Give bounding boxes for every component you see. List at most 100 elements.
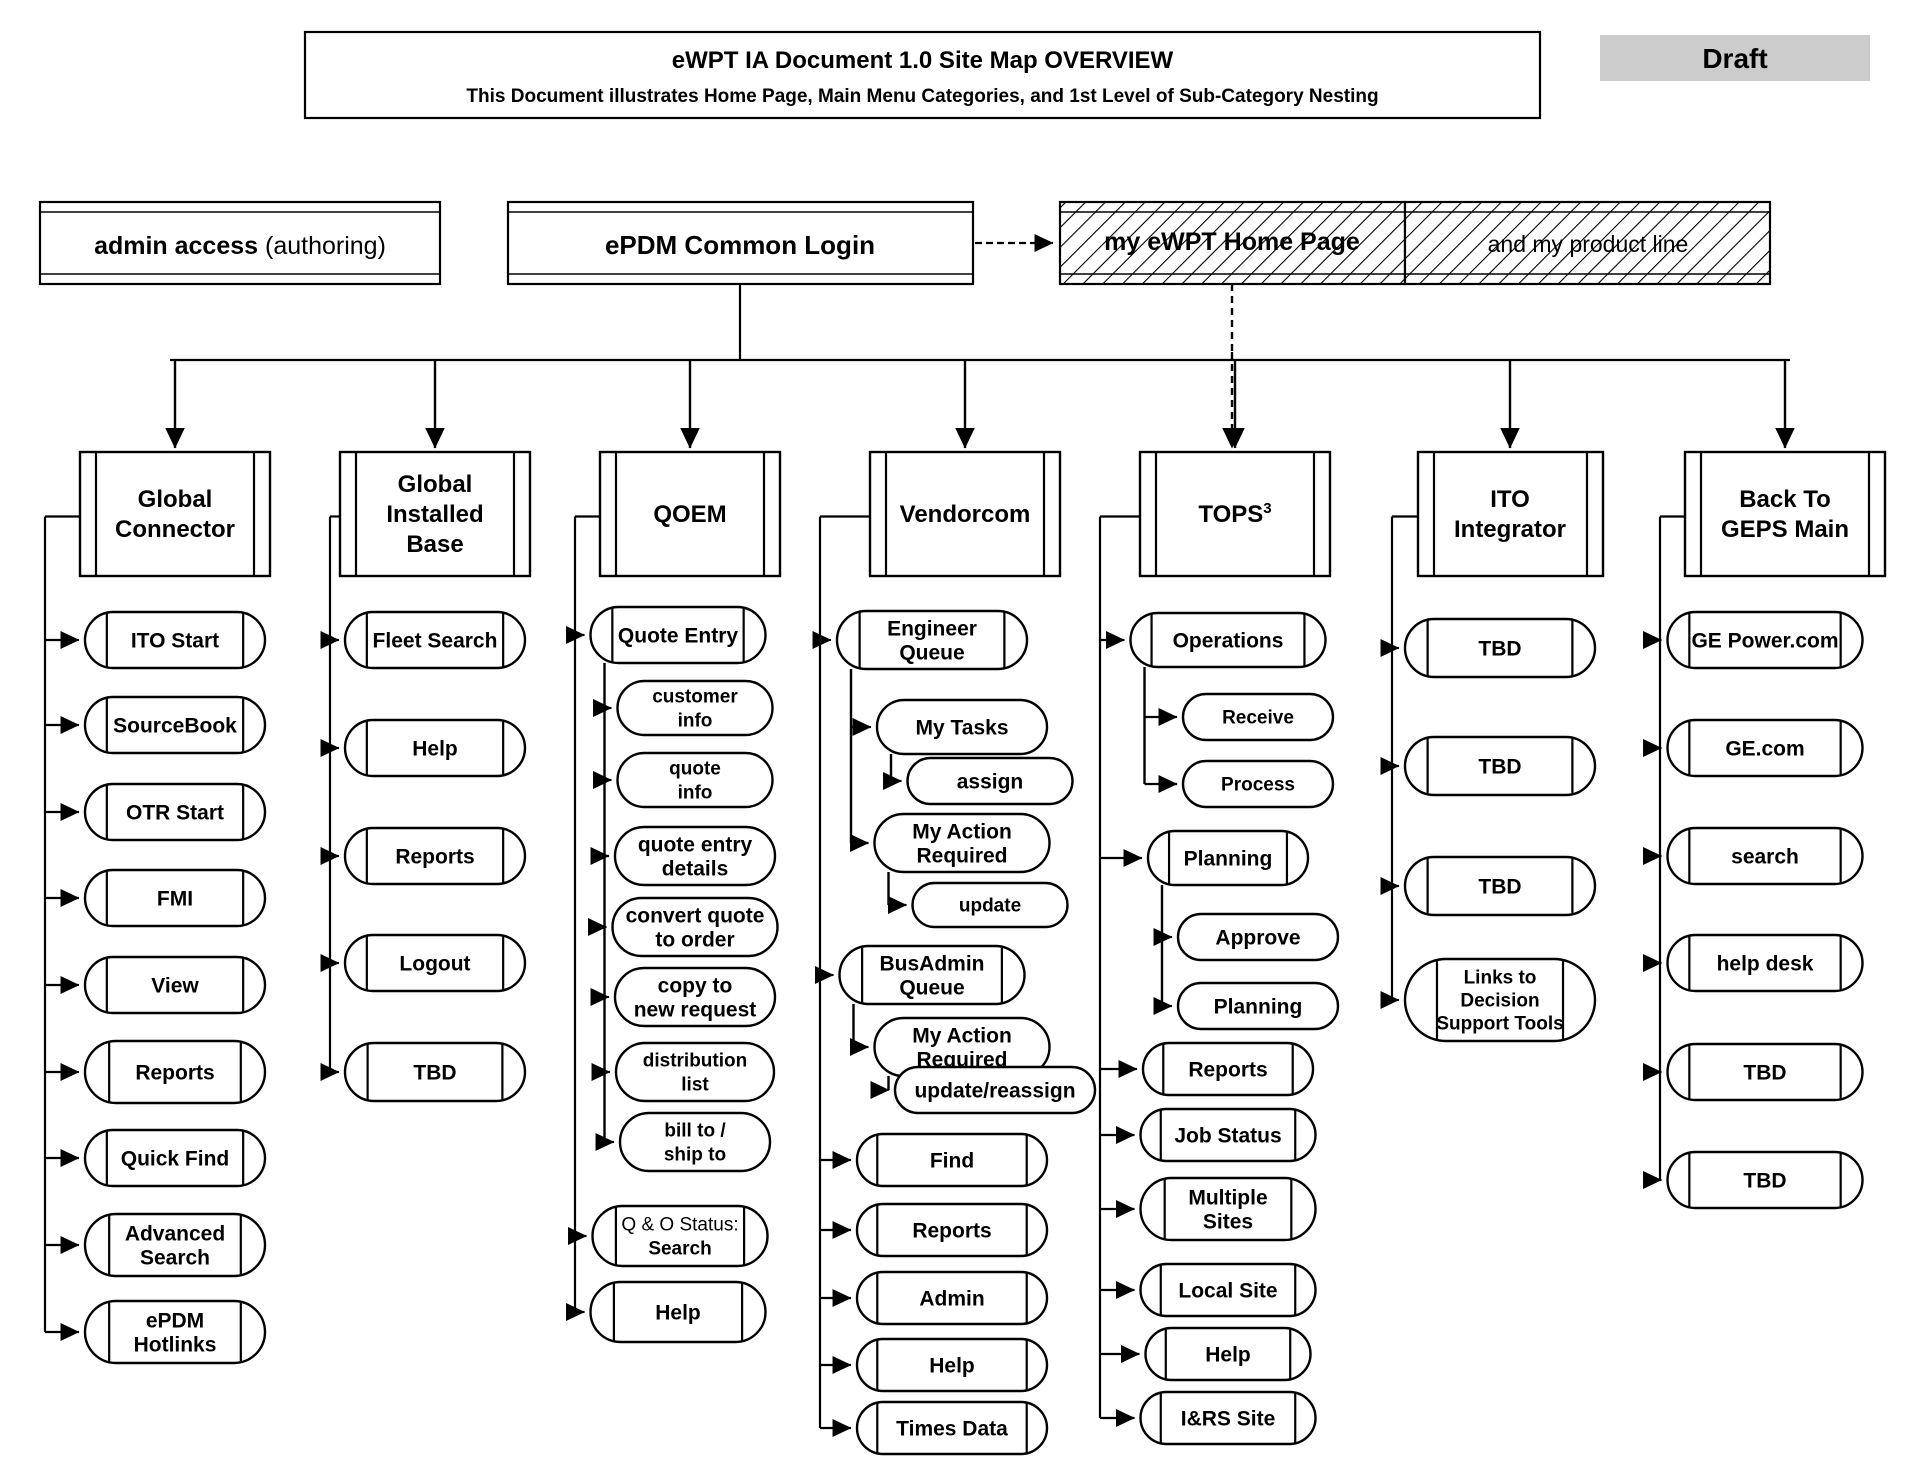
category-header-back-to-geps-main[interactable]: [1683, 450, 1887, 578]
node-label-qoem-2: quote: [669, 759, 721, 780]
node-tops-9[interactable]: [1139, 1262, 1317, 1318]
node-vendorcom-2[interactable]: [906, 756, 1074, 806]
node-global-connector-5[interactable]: [83, 1039, 267, 1105]
category-header-global-connector[interactable]: [78, 450, 272, 578]
node-label-global-connector-7: Advanced: [125, 1222, 225, 1245]
node-global-installed-base-2[interactable]: [343, 826, 527, 886]
node-label-vendorcom-6: My Action: [912, 1024, 1012, 1047]
node-label-vendorcom-4: update: [959, 896, 1021, 917]
node-label-global-connector-2: OTR Start: [126, 801, 224, 824]
node-global-connector-1[interactable]: [83, 695, 267, 755]
node-back-to-geps-main-1[interactable]: [1666, 718, 1864, 778]
node-qoem-4[interactable]: [611, 896, 779, 958]
category-header-tops[interactable]: [1138, 450, 1332, 578]
node-label-ito-integrator-2: TBD: [1478, 875, 1521, 898]
admin-access-label: admin access (authoring): [94, 232, 386, 260]
node-global-installed-base-4[interactable]: [343, 1041, 527, 1103]
node-tops-11[interactable]: [1139, 1390, 1317, 1446]
node-vendorcom-9[interactable]: [855, 1202, 1049, 1258]
epdm-common-login-box[interactable]: [506, 200, 975, 286]
node-vendorcom-7[interactable]: [893, 1065, 1097, 1115]
node-ito-integrator-1[interactable]: [1403, 735, 1597, 797]
node-ito-integrator-2[interactable]: [1403, 855, 1597, 917]
node-qoem-2[interactable]: [616, 751, 774, 809]
node-vendorcom-3[interactable]: [873, 812, 1051, 874]
node-tops-1[interactable]: [1181, 692, 1335, 742]
node-qoem-3[interactable]: [613, 825, 777, 887]
node-ito-integrator-3[interactable]: [1403, 957, 1597, 1043]
category-header-ito-integrator[interactable]: [1416, 450, 1605, 578]
node-global-connector-4[interactable]: [83, 955, 267, 1015]
node-global-connector-0[interactable]: [83, 610, 267, 670]
node-label-vendorcom-2: assign: [957, 770, 1024, 793]
node-qoem-6[interactable]: [614, 1041, 776, 1103]
node-label-qoem-1: info: [678, 711, 713, 732]
node-global-connector-2[interactable]: [83, 782, 267, 842]
category-header-global-installed-base[interactable]: [338, 450, 532, 578]
node-tops-2[interactable]: [1181, 759, 1335, 809]
node-tops-0[interactable]: [1129, 611, 1327, 669]
node-back-to-geps-main-0[interactable]: [1666, 610, 1864, 670]
node-tops-5[interactable]: [1176, 981, 1340, 1031]
node-vendorcom-4[interactable]: [911, 881, 1069, 929]
node-global-connector-6[interactable]: [83, 1128, 267, 1188]
title-box: [303, 30, 1542, 120]
node-global-installed-base-3[interactable]: [343, 933, 527, 993]
node-tops-3[interactable]: [1146, 829, 1310, 887]
node-label-vendorcom-3: My Action: [912, 820, 1012, 843]
node-tops-4[interactable]: [1176, 912, 1340, 962]
node-label-global-connector-5: Reports: [135, 1061, 214, 1084]
node-label-qoem-8: Search: [648, 1239, 711, 1260]
node-qoem-7[interactable]: [618, 1111, 772, 1173]
node-qoem-5[interactable]: [613, 966, 777, 1028]
node-qoem-8[interactable]: [591, 1204, 769, 1268]
category-header-qoem[interactable]: [598, 450, 782, 578]
node-label-tops-2: Process: [1221, 775, 1295, 796]
category-header-vendorcom[interactable]: [868, 450, 1062, 578]
node-tops-8[interactable]: [1139, 1176, 1317, 1242]
node-back-to-geps-main-3[interactable]: [1666, 933, 1864, 993]
node-label-vendorcom-10: Admin: [919, 1287, 984, 1310]
node-global-connector-3[interactable]: [83, 868, 267, 928]
my-product-line-box[interactable]: [1403, 200, 1772, 286]
node-vendorcom-5[interactable]: [838, 944, 1026, 1006]
my-ewpt-home-page-box[interactable]: [1058, 200, 1407, 286]
node-vendorcom-10[interactable]: [855, 1270, 1049, 1326]
node-vendorcom-12[interactable]: [855, 1400, 1049, 1456]
node-vendorcom-1[interactable]: [875, 698, 1049, 756]
node-back-to-geps-main-5[interactable]: [1666, 1150, 1864, 1210]
node-label-ito-integrator-0: TBD: [1478, 637, 1521, 660]
node-vendorcom-0[interactable]: [835, 609, 1029, 671]
node-label-qoem-9: Help: [655, 1301, 701, 1324]
node-label-global-installed-base-4: TBD: [413, 1061, 456, 1084]
node-qoem-0[interactable]: [589, 605, 767, 665]
node-ito-integrator-0[interactable]: [1403, 617, 1597, 679]
node-back-to-geps-main-2[interactable]: [1666, 826, 1864, 886]
node-global-connector-8[interactable]: [83, 1299, 267, 1365]
node-global-installed-base-1[interactable]: [343, 718, 527, 778]
node-global-installed-base-0[interactable]: [343, 610, 527, 670]
node-label-back-to-geps-main-5: TBD: [1743, 1169, 1786, 1192]
node-tops-10[interactable]: [1144, 1326, 1312, 1382]
node-vendorcom-8[interactable]: [855, 1132, 1049, 1188]
node-label-global-installed-base-2: Reports: [395, 845, 474, 868]
node-tops-6[interactable]: [1141, 1041, 1315, 1097]
document-subtitle: This Document illustrates Home Page, Mai…: [466, 86, 1378, 107]
node-global-connector-7[interactable]: [83, 1212, 267, 1278]
category-header-label-qoem: QOEM: [653, 501, 726, 528]
status-badge: [1600, 35, 1870, 81]
node-vendorcom-11[interactable]: [855, 1337, 1049, 1393]
node-label-global-connector-0: ITO Start: [131, 629, 219, 652]
node-label-qoem-3: quote entry: [638, 833, 753, 856]
admin-access-box[interactable]: [38, 200, 442, 286]
node-back-to-geps-main-4[interactable]: [1666, 1042, 1864, 1102]
node-qoem-9[interactable]: [589, 1280, 767, 1344]
category-header-label-global-connector: Global: [138, 486, 213, 513]
node-label-global-connector-3: FMI: [157, 887, 193, 910]
node-tops-7[interactable]: [1139, 1107, 1317, 1163]
node-qoem-1[interactable]: [616, 679, 774, 737]
category-header-label-global-connector: Connector: [115, 516, 235, 543]
node-label-global-connector-4: View: [151, 974, 199, 997]
node-label-vendorcom-0: Engineer: [887, 617, 977, 640]
